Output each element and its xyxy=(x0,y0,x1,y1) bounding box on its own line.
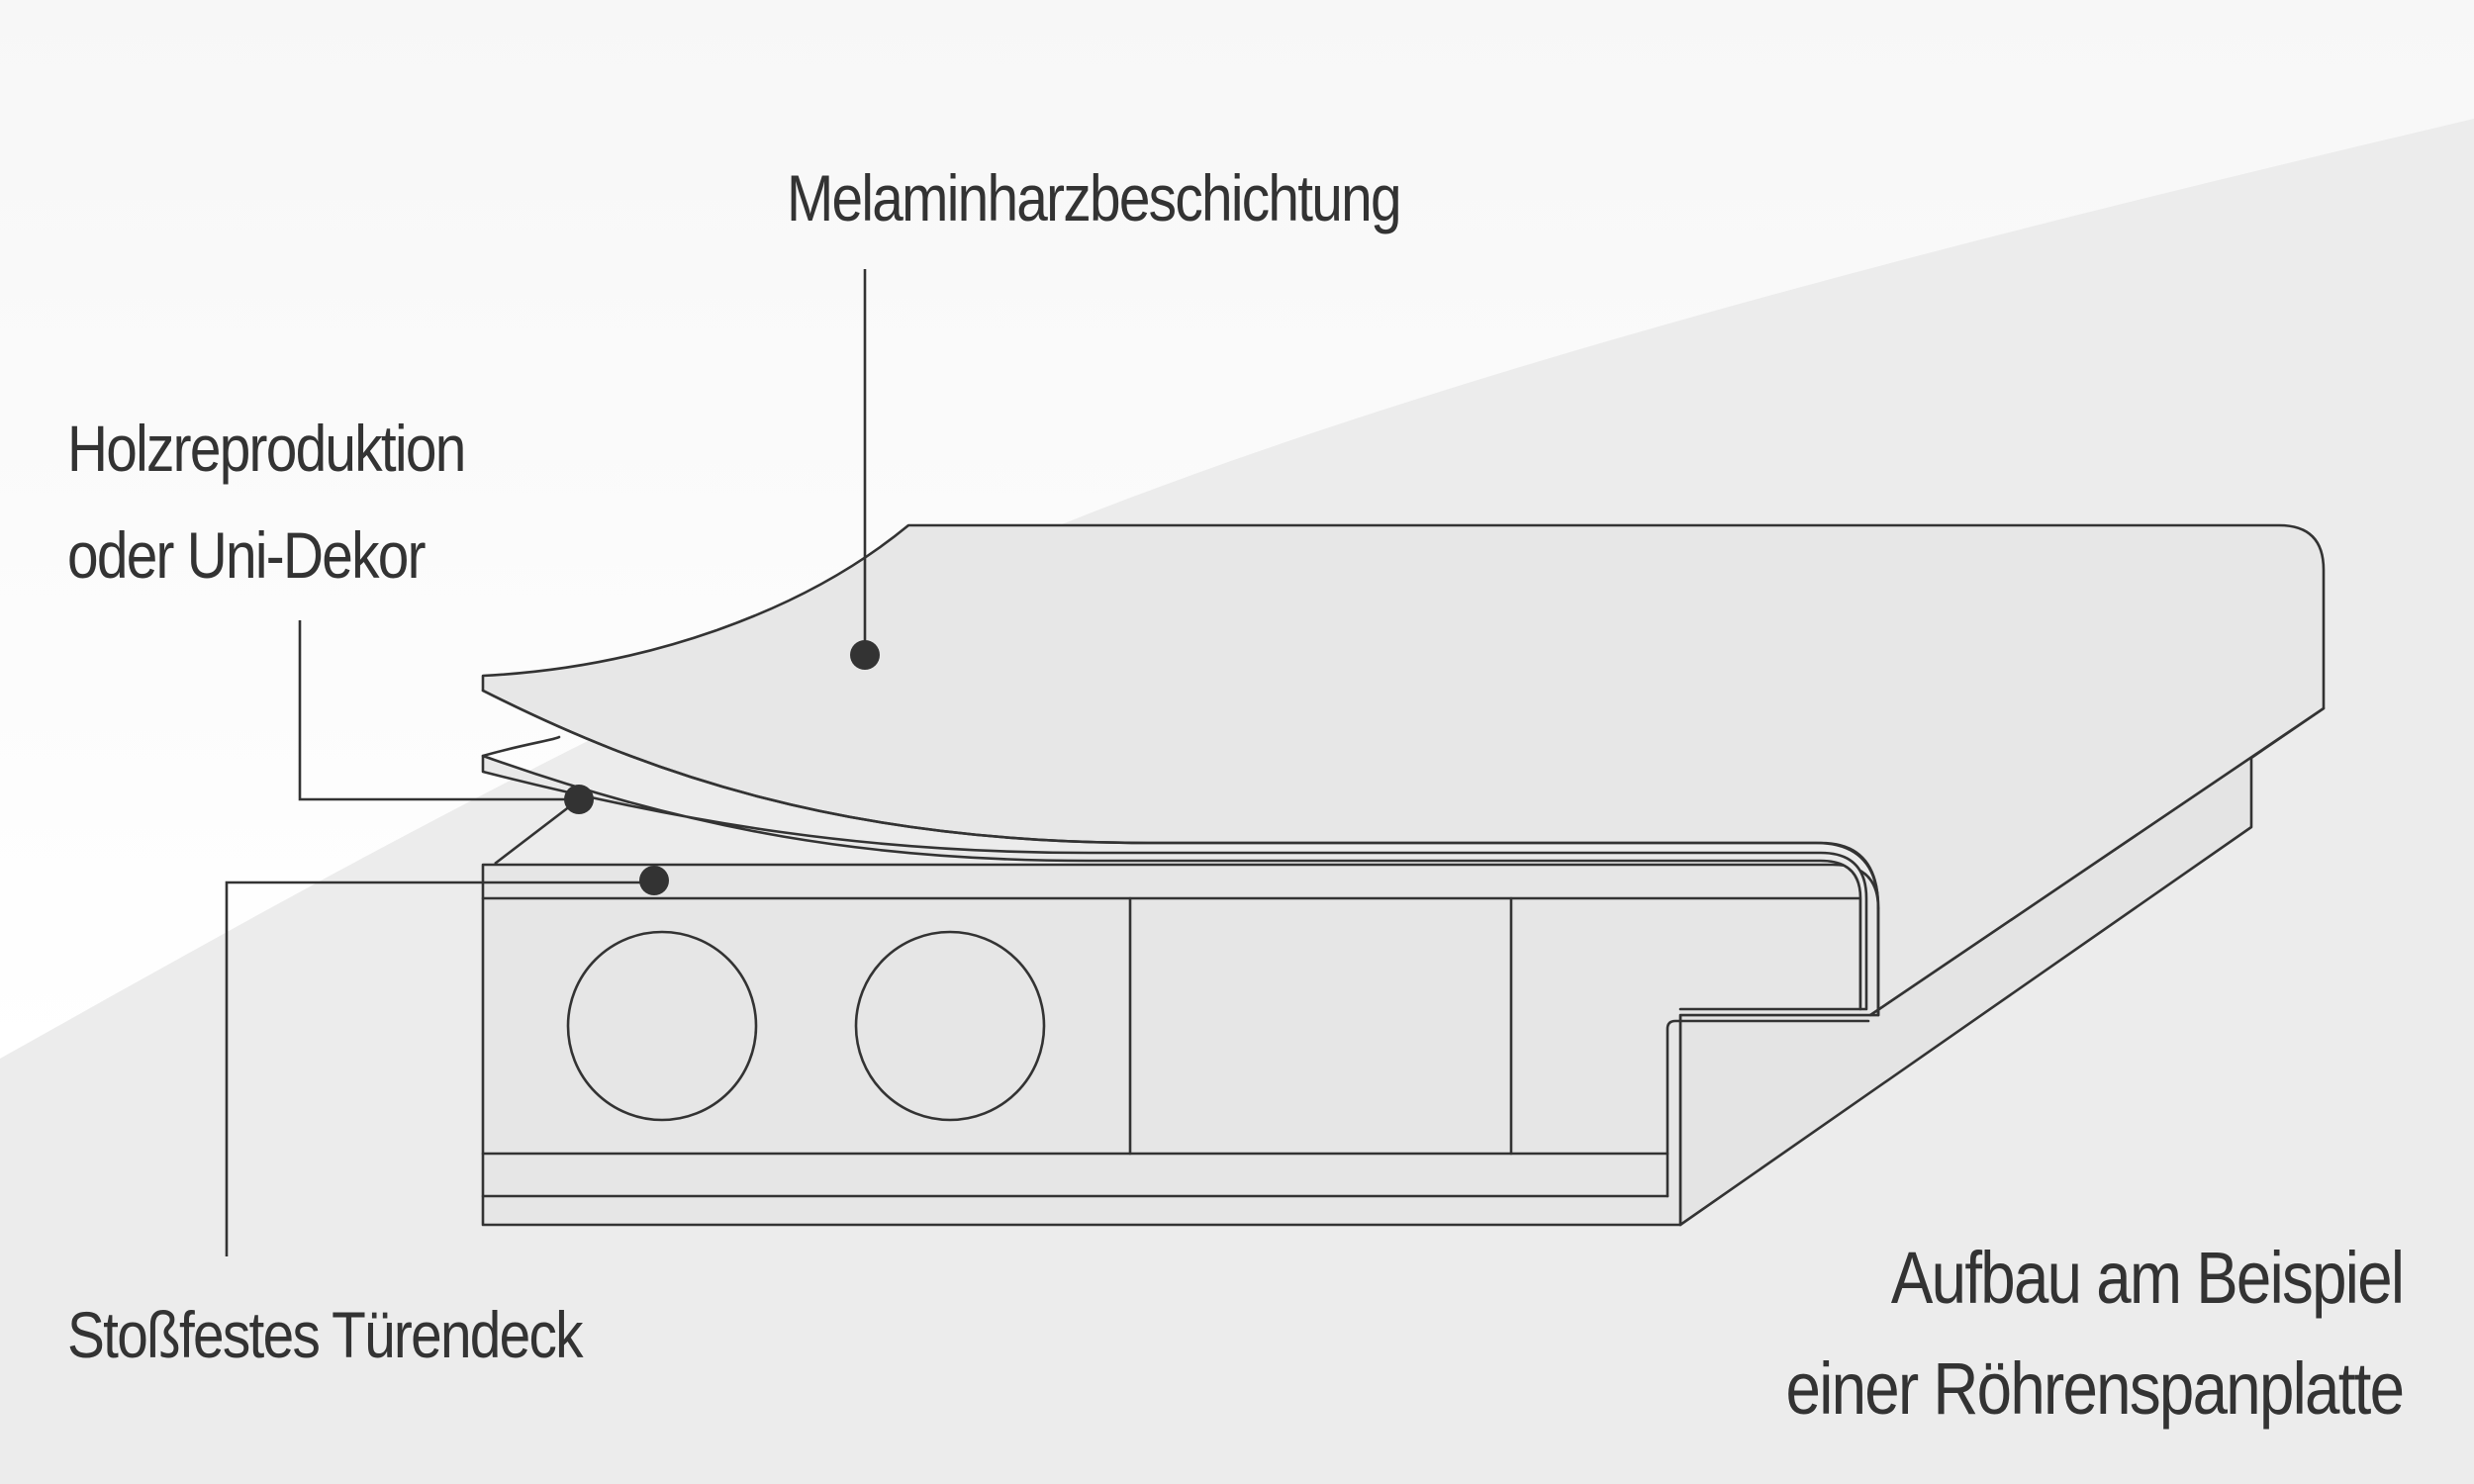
marker-dot-holz xyxy=(564,785,594,814)
tube-hole xyxy=(566,930,758,1122)
marker-dot-melamin xyxy=(850,640,880,670)
leader-line-holz-cross xyxy=(494,797,580,866)
background-highlight xyxy=(0,0,2474,1059)
label-impact-text: Stoßfestes Türendeck xyxy=(67,1298,584,1371)
label-impact-door-deck: Stoßfestes Türendeck xyxy=(67,1281,584,1388)
leader-line-stoss xyxy=(225,881,654,1256)
decor-layer xyxy=(481,754,1868,1011)
caption-construction-example: Aufbau am Beispiel einer Röhrenspanplatt… xyxy=(1785,1223,2405,1444)
caption-line2: einer Röhrenspanplatte xyxy=(1785,1347,2404,1430)
label-melamine-text: Melaminharzbeschichtung xyxy=(787,161,1402,234)
tube-hole xyxy=(854,930,1046,1122)
label-wood-line2: oder Uni-Dekor xyxy=(67,518,426,592)
leader-line-holz xyxy=(298,620,579,801)
label-melamine-coating: Melaminharzbeschichtung xyxy=(787,144,1402,251)
label-wood-reproduction: Holzreproduktion oder Uni-Dekor xyxy=(67,395,466,608)
decor-layer-tip xyxy=(481,735,561,758)
caption-line1: Aufbau am Beispiel xyxy=(1890,1237,2405,1319)
bottom-deck-step xyxy=(1665,1019,1870,1198)
melamine-curve xyxy=(481,689,1880,910)
label-wood-line1: Holzreproduktion xyxy=(67,412,466,485)
marker-dot-stoss xyxy=(639,866,669,895)
